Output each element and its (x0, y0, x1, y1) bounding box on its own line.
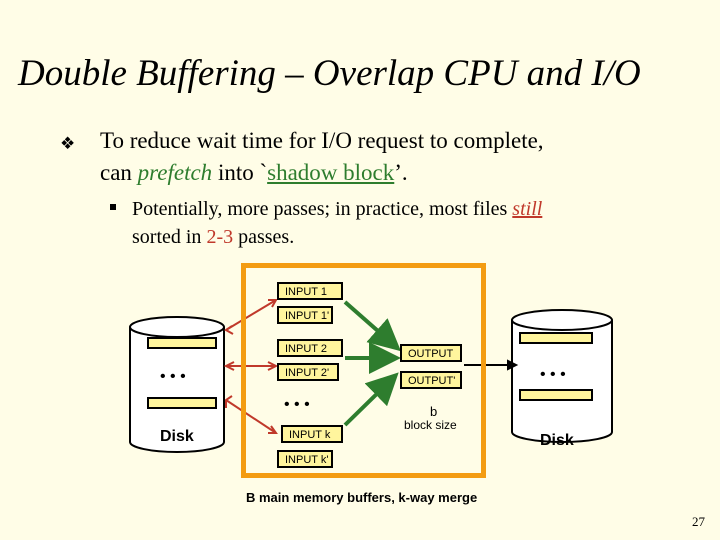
bullet1-line1: To reduce wait time for I/O request to c… (100, 128, 544, 154)
output-buffer-shadow: OUTPUT' (400, 371, 462, 389)
bullet2-still: still (512, 198, 543, 220)
input-buffer-k: INPUT k (281, 425, 343, 443)
right-disk-icon (511, 309, 613, 443)
bullet2-line1: Potentially, more passes; in practice, m… (132, 198, 542, 221)
memory-frame (241, 263, 486, 478)
bullet1-prefetch: prefetch (137, 160, 213, 185)
diagram-caption: B main memory buffers, k-way merge (246, 490, 478, 505)
sub-bullet-icon (110, 204, 116, 210)
bullet2-line2: sorted in 2-3 passes. (132, 226, 294, 249)
bullet1-text-d: ’. (394, 160, 408, 185)
input-buffer-2-shadow: INPUT 2' (277, 363, 339, 381)
bullet2-text-b: sorted in (132, 226, 207, 248)
slide-title: Double Buffering – Overlap CPU and I/O (18, 53, 641, 94)
output-to-disk-arrow (464, 359, 519, 371)
input-buffer-1-shadow: INPUT 1' (277, 306, 333, 324)
bullet2-range: 2-3 (206, 226, 234, 248)
merge-arrows (343, 300, 402, 427)
b-label: b (430, 404, 438, 419)
output-buffer: OUTPUT (400, 344, 462, 362)
page-number: 27 (692, 514, 705, 529)
input-buffer-1: INPUT 1 (277, 282, 343, 300)
buffer-dots: • • • (284, 396, 310, 413)
right-disk-dots: • • • (540, 366, 566, 383)
left-disk-label: Disk (160, 428, 194, 445)
input-buffer-k-shadow: INPUT k' (277, 450, 333, 468)
input-buffer-2: INPUT 2 (277, 339, 343, 357)
bullet2-text-c: passes. (233, 226, 295, 248)
bullet2-text-a: Potentially, more passes; in practice, m… (132, 198, 513, 220)
bullet1-line2: can prefetch into `shadow block’. (100, 160, 408, 186)
bullet1-shadow-block: shadow block (267, 160, 395, 185)
left-disk-icon (129, 316, 225, 453)
bullet-icon: ❖ (60, 134, 76, 153)
bullet1-text-c: into ` (212, 160, 268, 185)
bullet1-text-b: can (100, 160, 138, 185)
right-disk-label: Disk (540, 432, 574, 449)
block-size-label: block size (404, 418, 457, 432)
bullet1-text-a: To reduce wait time for I/O request to c… (100, 128, 544, 153)
left-disk-dots: • • • (160, 368, 186, 385)
disk-to-buffer-arrows (223, 299, 279, 434)
